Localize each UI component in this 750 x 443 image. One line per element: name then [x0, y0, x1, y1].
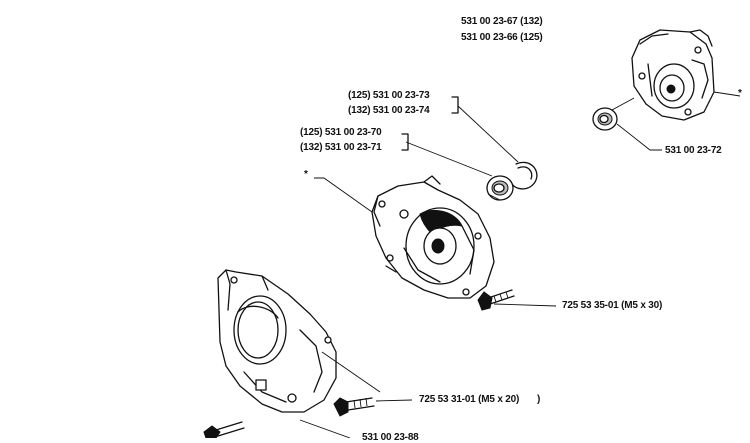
leader-housing-top	[611, 97, 635, 111]
leader-star-left	[314, 177, 373, 213]
screw-bottom	[203, 421, 245, 438]
crankcase-half-centre	[371, 175, 495, 299]
label-bearing-125: (125) 531 00 23-70	[300, 127, 382, 138]
label-circlip-125: (125) 531 00 23-73	[348, 90, 430, 101]
circlip	[511, 161, 538, 190]
crankcase-half-right	[631, 29, 741, 121]
label-star-right: *	[738, 88, 742, 99]
label-screw-lower: 725 53 31-01 (M5 x 20)	[419, 394, 520, 405]
bearing	[486, 175, 514, 201]
leader-screw-upper	[493, 303, 557, 307]
screw-lower	[333, 397, 375, 417]
label-screw-lower-suffix: )	[537, 394, 541, 405]
label-bearing-132: (132) 531 00 23-71	[300, 142, 382, 153]
leader-circlip	[457, 105, 519, 163]
cover-lower	[217, 269, 337, 413]
screw-upper	[477, 289, 515, 311]
label-screw-upper: 725 53 35-01 (M5 x 30)	[562, 300, 663, 311]
label-circlip-132: (132) 531 00 23-74	[348, 105, 430, 116]
leader-cover-lower	[321, 351, 381, 393]
label-housing-top-132: 531 00 23-67 (132)	[461, 16, 543, 27]
leader-seal-right	[616, 123, 662, 151]
label-star-left: *	[304, 169, 308, 180]
label-housing-top-125: 531 00 23-66 (125)	[461, 32, 543, 43]
label-seal-right: 531 00 23-72	[665, 145, 722, 156]
leader-housing-centre	[487, 193, 501, 201]
leader-bottom	[299, 419, 351, 438]
seal-ring-right	[592, 107, 618, 131]
leader-screw-lower	[375, 399, 413, 402]
leader-bearing	[405, 141, 493, 177]
